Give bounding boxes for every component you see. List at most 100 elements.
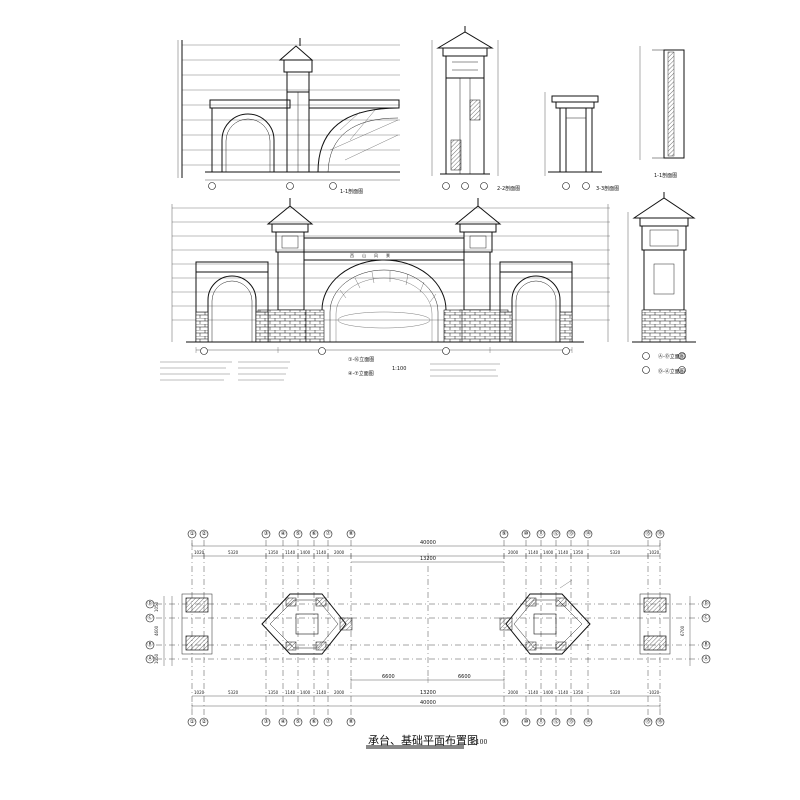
dim-b-2000-r: 2000	[508, 690, 519, 695]
main-elevation: 西山风景	[160, 198, 610, 381]
axis-1-bottom: ①	[190, 719, 195, 725]
detail-section: 1-1剖面图	[639, 46, 685, 179]
axis-14: ⑭	[585, 529, 591, 537]
axis-11: ⑪	[538, 529, 544, 537]
dim-b-5320-l: 5320	[228, 690, 239, 695]
dim-left-4600: 4600	[154, 625, 159, 636]
dim-1020-l: 1020	[194, 550, 205, 555]
axis-C: Ⓒ	[147, 613, 153, 621]
axis-B-right: Ⓑ	[703, 640, 709, 648]
axis-15-bottom: ⑮	[645, 717, 651, 725]
axis-5: ⑤	[296, 531, 301, 537]
axis-14-bottom: ⑭	[585, 717, 591, 725]
right-tower-foundation	[499, 579, 591, 655]
half-span-left: 6600	[382, 674, 395, 680]
section-1-1: 1-1剖面图	[177, 38, 400, 195]
axis-D: Ⓓ	[147, 599, 153, 607]
axis-9-bottom: ⑨	[502, 718, 507, 725]
dim-1140-l2: 1140	[316, 550, 327, 555]
svg-text:西: 西	[350, 253, 354, 258]
axis-4-bottom: ④	[281, 719, 286, 725]
axis-8: ⑧	[349, 531, 354, 537]
dim-1140-r1: 1140	[528, 550, 539, 555]
dim-1020-r: 1020	[649, 550, 660, 555]
section-1-1-label: 1-1剖面图	[340, 188, 363, 195]
side-elevation: Ⓐ-Ⓓ立面图 Ⓓ-Ⓐ立面图	[627, 192, 696, 375]
overall-dim-bottom: 40000	[420, 700, 436, 706]
axis-12-bottom: ⑫	[553, 717, 559, 725]
side-label-2: Ⓓ-Ⓐ立面图	[658, 368, 685, 375]
section-3-3-label: 3-3剖面图	[596, 185, 619, 192]
dim-b-1140-l1: 1140	[285, 690, 296, 695]
section-2-2: 2-2剖面图	[431, 26, 520, 192]
axis-B: Ⓑ	[147, 640, 153, 648]
dim-b-1140-r1: 1140	[528, 690, 539, 695]
dim-1140-r2: 1140	[558, 550, 569, 555]
side-label: Ⓐ-Ⓓ立面图	[658, 353, 685, 360]
foundation-plan: ① ② ③ ④ ⑤ ⑥ ⑦ ⑧ ⑨ ⑩ ⑪ ⑫ ⑬ ⑭ ⑮ ⑯ ① ② ③ ④ …	[145, 529, 711, 727]
axis-13-bottom: ⑬	[568, 717, 574, 725]
axis-10: ⑩	[524, 530, 529, 537]
dim-right-total: 6700	[680, 625, 685, 636]
axis-16: ⑯	[657, 529, 663, 537]
svg-text:景: 景	[386, 252, 390, 258]
dim-1350-r: 1350	[573, 550, 584, 555]
elevation-label: ①-⑯立面图	[348, 356, 374, 363]
axis-3: ③	[264, 531, 269, 537]
dim-b-1140-l2: 1140	[316, 690, 327, 695]
dim-1140-l1: 1140	[285, 550, 296, 555]
dim-5320-l: 5320	[228, 550, 239, 555]
axis-A-right: Ⓐ	[703, 654, 709, 662]
pile-cap-left-bottom	[185, 635, 209, 651]
axis-6: ⑥	[312, 531, 317, 537]
dim-2000-r: 2000	[508, 550, 519, 555]
pile-cap-left-top	[185, 597, 209, 613]
dim-left-1050-top: 1050	[154, 601, 159, 612]
dim-2000-l: 2000	[334, 550, 345, 555]
dim-b-1350-r: 1350	[573, 690, 584, 695]
axis-2-bottom: ②	[202, 718, 207, 725]
svg-text:山: 山	[362, 252, 366, 258]
top-axis-row: ① ② ③ ④ ⑤ ⑥ ⑦ ⑧ ⑨ ⑩ ⑪ ⑫ ⑬ ⑭ ⑮ ⑯	[187, 529, 665, 539]
detail-label: 1-1剖面图	[654, 172, 677, 179]
dim-b-1400-l: 1400	[300, 690, 311, 695]
elevation-scale: 1:100	[392, 366, 406, 372]
plan-title: 承台、基础平面布置图	[368, 733, 478, 747]
left-tower-foundation	[261, 593, 353, 655]
section-3-3: 3-3剖面图	[544, 92, 619, 192]
axis-12: ⑫	[553, 529, 559, 537]
pile-cap-right-top	[643, 597, 667, 613]
elevation-label-2: ④-⑦立面图	[348, 370, 374, 377]
axis-3-bottom: ③	[264, 719, 269, 725]
dim-1400-r: 1400	[543, 550, 554, 555]
dim-b-1140-r2: 1140	[558, 690, 569, 695]
axis-11-bottom: ⑪	[538, 717, 544, 725]
axis-16-bottom: ⑯	[657, 717, 663, 725]
left-axis-column: Ⓓ Ⓒ Ⓑ Ⓐ Ⓓ Ⓒ Ⓑ Ⓐ	[145, 599, 711, 664]
axis-C-right: Ⓒ	[703, 613, 709, 621]
dim-1350-l: 1350	[268, 550, 279, 555]
axis-13: ⑬	[568, 529, 574, 537]
bottom-axis-row: ① ② ③ ④ ⑤ ⑥ ⑦ ⑧ ⑨ ⑩ ⑪ ⑫ ⑬ ⑭ ⑮ ⑯	[187, 717, 665, 727]
svg-text:风: 风	[374, 253, 378, 258]
center-dim-top: 13200	[420, 556, 436, 562]
axis-6-bottom: ⑥	[312, 719, 317, 725]
axis-7-bottom: ⑦	[326, 718, 331, 725]
axis-2: ②	[202, 530, 207, 537]
dim-left-1050-bottom: 1050	[154, 653, 159, 664]
dim-b-2000-l: 2000	[334, 690, 345, 695]
axis-4: ④	[281, 531, 286, 537]
dim-5320-r: 5320	[610, 550, 621, 555]
dim-1400-l: 1400	[300, 550, 311, 555]
axis-5-bottom: ⑤	[296, 719, 301, 725]
dim-b-1350-l: 1350	[268, 690, 279, 695]
axis-7: ⑦	[326, 530, 331, 537]
center-dim-bottom: 13200	[420, 690, 436, 696]
section-2-2-label: 2-2剖面图	[497, 185, 520, 192]
plan-scale: 1:100	[470, 739, 487, 746]
axis-1: ①	[190, 531, 195, 537]
dim-b-1020-r: 1020	[649, 690, 660, 695]
overall-dim-top: 40000	[420, 540, 436, 546]
half-span-right: 6600	[458, 674, 471, 680]
